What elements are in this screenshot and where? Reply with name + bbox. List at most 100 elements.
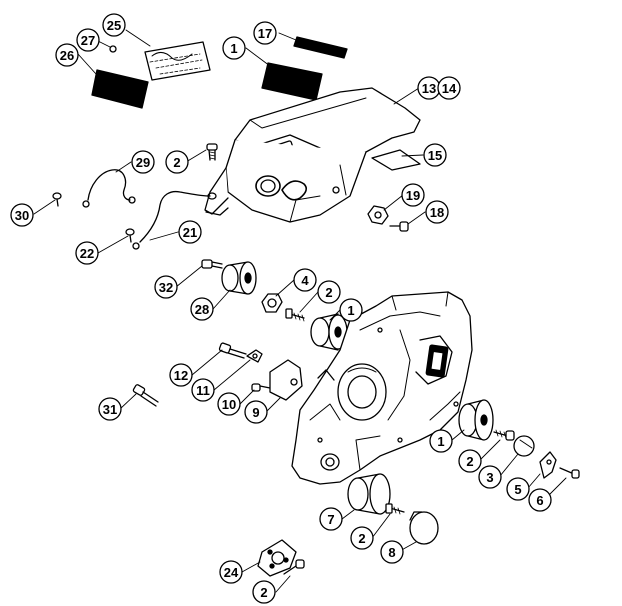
callout-25: 25 (102, 13, 126, 37)
callout-4: 4 (293, 268, 317, 292)
callout-9: 9 (244, 400, 268, 424)
screw-30 (52, 192, 62, 207)
wire-29 (82, 169, 136, 208)
callout-17-label: 17 (258, 26, 272, 41)
decal-plate-25 (144, 41, 211, 81)
callout-12-label: 12 (174, 368, 188, 383)
callout-22-label: 22 (80, 246, 94, 261)
screw-2-mid (285, 308, 305, 322)
gasket-15 (371, 149, 421, 171)
av-buffer-1-right (458, 399, 494, 441)
spacer-4 (261, 293, 283, 313)
callout-28: 28 (190, 297, 214, 321)
callout-15-label: 15 (428, 148, 442, 163)
callout-15: 15 (423, 143, 447, 167)
callout-13: 13 (417, 76, 441, 100)
nut-19 (367, 205, 389, 225)
av-buffer-7 (347, 473, 391, 515)
callout-2-shroud: 2 (165, 150, 189, 174)
callout-27: 27 (76, 28, 100, 52)
av-buffer-28 (221, 261, 257, 295)
callout-30-label: 30 (15, 208, 29, 223)
callout-2-bottom-label: 2 (358, 531, 365, 546)
callout-13-label: 13 (422, 81, 436, 96)
decal-plate-26: STIHL 038 (91, 69, 149, 109)
callout-7-label: 7 (327, 512, 334, 527)
callout-24-label: 24 (224, 565, 239, 580)
callout-32-label: 32 (159, 280, 173, 295)
callout-19-label: 19 (406, 188, 420, 203)
callout-28-label: 28 (195, 302, 209, 317)
callout-31-label: 31 (103, 402, 117, 417)
callout-25-label: 25 (107, 18, 121, 33)
callout-1-top: 1 (222, 36, 246, 60)
callout-8: 8 (380, 540, 404, 564)
callout-1-mid: 1 (339, 298, 363, 322)
washer-3 (513, 435, 535, 457)
clip-5 (539, 451, 557, 479)
callout-18-label: 18 (430, 205, 444, 220)
callout-22: 22 (75, 241, 99, 265)
callout-6: 6 (528, 488, 552, 512)
callout-2-right: 2 (458, 449, 482, 473)
screw-2-bottom (385, 503, 405, 515)
callout-10: 10 (217, 392, 241, 416)
callout-14-label: 14 (442, 81, 457, 96)
callout-27-label: 27 (81, 33, 95, 48)
clip-11 (246, 349, 263, 363)
screw-18 (389, 221, 409, 232)
callout-5: 5 (506, 477, 530, 501)
callout-10-label: 10 (222, 397, 236, 412)
shroud-cover (204, 87, 421, 223)
screw-2-top (206, 143, 218, 161)
callout-26-label: 26 (60, 48, 74, 63)
callout-9-label: 9 (252, 405, 259, 420)
callout-24: 24 (219, 560, 243, 584)
callout-32: 32 (154, 275, 178, 299)
callout-21-label: 21 (183, 225, 197, 240)
callout-26: 26 (55, 43, 79, 67)
callout-7: 7 (319, 507, 343, 531)
plug-8 (409, 511, 439, 545)
bolt-31 (132, 384, 159, 407)
decal-26-model: 038 (111, 86, 130, 101)
screw-32 (201, 259, 223, 269)
callout-21: 21 (178, 220, 202, 244)
callout-1-right: 1 (429, 429, 453, 453)
screw-2-bottom-left (283, 559, 305, 575)
plate-24 (257, 539, 297, 577)
screw-10 (251, 383, 271, 392)
callout-29: 29 (131, 150, 155, 174)
callout-30: 30 (10, 203, 34, 227)
wire-21 (132, 190, 217, 250)
callout-1-right-label: 1 (437, 434, 444, 449)
callout-18: 18 (425, 200, 449, 224)
screw-2-right (493, 429, 515, 441)
callout-5-label: 5 (514, 482, 521, 497)
callout-11: 11 (191, 378, 215, 402)
screw-6 (559, 467, 580, 479)
callout-29-label: 29 (136, 155, 150, 170)
callout-12: 12 (169, 363, 193, 387)
callout-17: 17 (253, 21, 277, 45)
crankcase-housing (291, 291, 473, 485)
callout-11-label: 11 (196, 383, 210, 398)
callout-2-shroud-label: 2 (173, 155, 180, 170)
callout-14: 14 (437, 76, 461, 100)
bracket-9 (269, 359, 303, 401)
callout-31: 31 (98, 397, 122, 421)
callout-2-mid-label: 2 (325, 285, 332, 300)
decal-plate-1: STIHL 038 (261, 62, 323, 101)
leader-lines (33, 29, 567, 593)
callout-19: 19 (401, 183, 425, 207)
callout-2-mid: 2 (317, 280, 341, 304)
callout-2-bottom-left: 2 (252, 580, 276, 604)
callout-3-label: 3 (486, 470, 493, 485)
callout-1-top-label: 1 (230, 41, 237, 56)
callout-8-label: 8 (388, 545, 395, 560)
callout-2-bottom-left-label: 2 (260, 585, 267, 600)
callout-3: 3 (478, 465, 502, 489)
screw-27 (109, 45, 117, 53)
